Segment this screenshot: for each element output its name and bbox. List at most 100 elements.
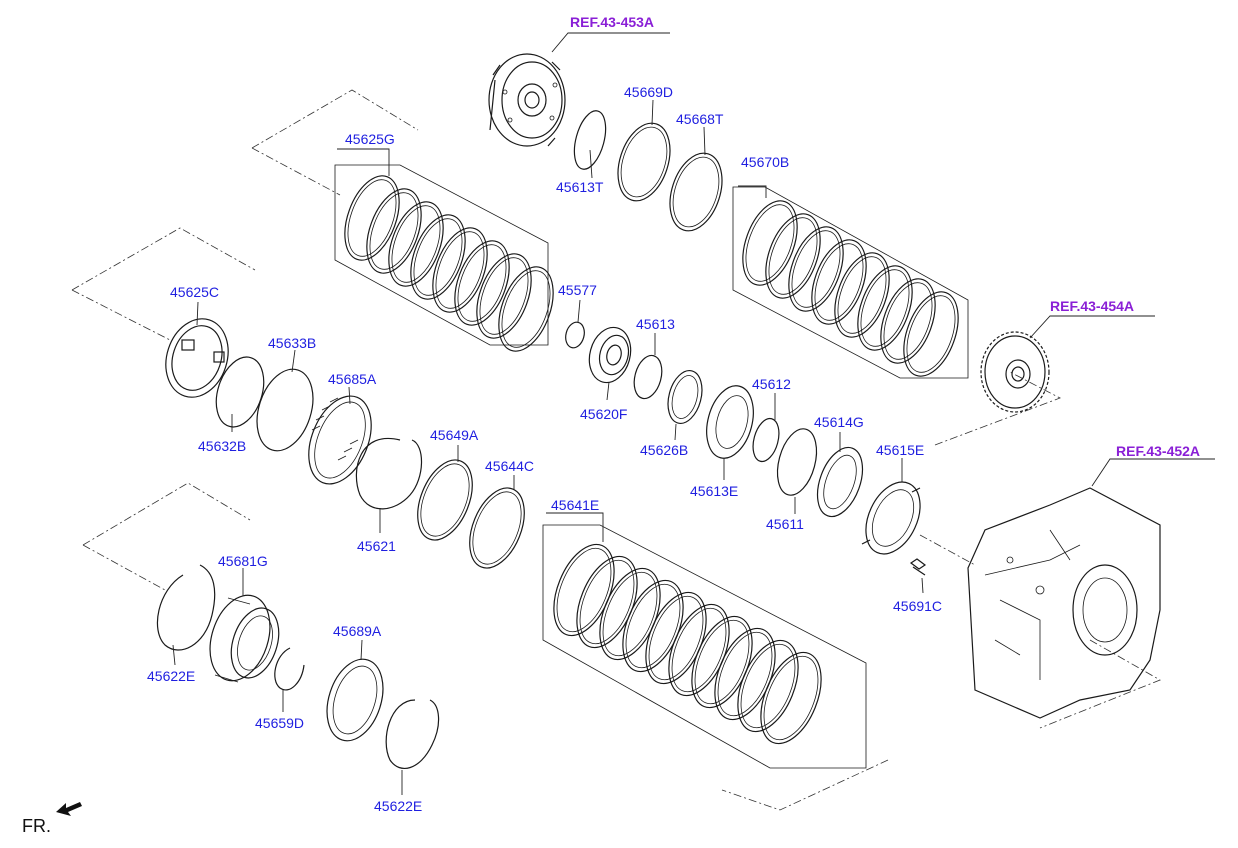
ref-label-452a[interactable]: REF.43-452A bbox=[1116, 443, 1200, 459]
clutch-disc bbox=[501, 270, 551, 348]
part-label-45621[interactable]: 45621 bbox=[357, 538, 396, 554]
part-label-45632b[interactable]: 45632B bbox=[198, 438, 246, 454]
clutch-disc bbox=[765, 213, 821, 299]
part-label-45620f[interactable]: 45620F bbox=[580, 406, 627, 422]
seal-ring-45633b[interactable] bbox=[247, 362, 322, 458]
clutch-plate-45668t[interactable] bbox=[661, 147, 731, 238]
drum-45681g[interactable] bbox=[200, 588, 287, 689]
part-label-45611[interactable]: 45611 bbox=[766, 516, 804, 532]
part-label-45626b[interactable]: 45626B bbox=[640, 442, 688, 458]
clutch-pack-45625g[interactable] bbox=[334, 168, 563, 358]
snap-ring-45622e-lower[interactable] bbox=[385, 699, 440, 769]
snap-ring-45613t[interactable] bbox=[569, 107, 612, 172]
clutch-disc bbox=[737, 639, 799, 733]
clutch-disc bbox=[717, 631, 773, 717]
part-label-45615e[interactable]: 45615E bbox=[876, 442, 924, 458]
part-label-45577[interactable]: 45577 bbox=[558, 282, 597, 298]
clutch-disc bbox=[347, 179, 397, 257]
clutch-disc bbox=[457, 244, 507, 322]
clutch-disc bbox=[763, 655, 819, 741]
clutch-disc bbox=[366, 188, 422, 274]
clutch-disc bbox=[435, 231, 485, 309]
clutch-pack-45641e[interactable] bbox=[542, 536, 833, 752]
ref-label-454a[interactable]: REF.43-454A bbox=[1050, 298, 1134, 314]
spring-retainer-45685a[interactable] bbox=[297, 387, 383, 493]
clutch-disc bbox=[498, 266, 554, 352]
retainer-45625c[interactable] bbox=[156, 311, 238, 406]
clutch-disc bbox=[556, 547, 612, 633]
clutch-plate-45644c[interactable] bbox=[459, 480, 535, 576]
clutch-disc bbox=[344, 175, 400, 261]
part-label-45622e-upper[interactable]: 45622E bbox=[147, 668, 195, 684]
clutch-disc bbox=[454, 240, 510, 326]
part-label-45622e-lower[interactable]: 45622E bbox=[374, 798, 422, 814]
clutch-disc bbox=[837, 256, 887, 334]
snap-ring-45622e-upper[interactable] bbox=[156, 564, 216, 651]
clutch-disc bbox=[432, 227, 488, 313]
part-label-45691c[interactable]: 45691C bbox=[893, 598, 942, 614]
hub-45620f[interactable] bbox=[583, 323, 636, 387]
clutch-disc bbox=[740, 643, 796, 729]
part-label-45659d[interactable]: 45659D bbox=[255, 715, 304, 731]
bracket-45615e[interactable] bbox=[855, 473, 931, 562]
clutch-pack-45670b[interactable] bbox=[732, 193, 968, 383]
clutch-disc bbox=[768, 217, 818, 295]
front-arrow-icon bbox=[56, 802, 82, 816]
clutch-disc bbox=[410, 214, 466, 300]
part-label-45613t[interactable]: 45613T bbox=[556, 179, 604, 195]
clutch-disc bbox=[602, 571, 658, 657]
part-label-45612[interactable]: 45612 bbox=[752, 376, 791, 392]
pump-cover-assembly[interactable] bbox=[488, 53, 566, 147]
seal-45612[interactable] bbox=[749, 416, 784, 465]
seal-45577[interactable] bbox=[563, 320, 587, 350]
part-label-45685a[interactable]: 45685A bbox=[328, 371, 377, 387]
part-label-45613[interactable]: 45613 bbox=[636, 316, 675, 332]
part-label-45668t[interactable]: 45668T bbox=[676, 111, 724, 127]
seal-45611[interactable] bbox=[771, 424, 823, 499]
part-label-45681g[interactable]: 45681G bbox=[218, 553, 268, 569]
snap-ring-45613[interactable] bbox=[630, 352, 667, 401]
part-label-45625g[interactable]: 45625G bbox=[345, 131, 395, 147]
part-label-45614g[interactable]: 45614G bbox=[814, 414, 864, 430]
clutch-disc bbox=[906, 295, 956, 373]
piston-45613e[interactable] bbox=[699, 381, 761, 464]
snap-ring-45621[interactable] bbox=[355, 437, 423, 510]
part-label-45644c[interactable]: 45644C bbox=[485, 458, 534, 474]
clutch-disc bbox=[791, 230, 841, 308]
clutch-disc bbox=[883, 282, 933, 360]
gear-assembly-454a[interactable] bbox=[980, 331, 1050, 413]
dash-dot-boundaries bbox=[71, 89, 1161, 811]
part-label-45633b[interactable]: 45633B bbox=[268, 335, 316, 351]
clutch-disc bbox=[860, 269, 910, 347]
plate-45689a[interactable] bbox=[317, 652, 392, 748]
snap-ring-45659d[interactable] bbox=[274, 647, 305, 691]
ref-label-453a[interactable]: REF.43-453A bbox=[570, 14, 654, 30]
transmission-case-452a[interactable] bbox=[967, 487, 1161, 719]
part-label-45641e[interactable]: 45641E bbox=[551, 497, 599, 513]
clutch-disc bbox=[648, 595, 704, 681]
clutch-disc bbox=[903, 291, 959, 377]
clutch-disc bbox=[479, 257, 529, 335]
bolt-45691c[interactable] bbox=[909, 558, 927, 576]
group-frames bbox=[334, 164, 969, 769]
clutch-disc bbox=[391, 205, 441, 283]
clutch-disc bbox=[811, 239, 867, 325]
clutch-plate-45669d[interactable] bbox=[609, 117, 679, 208]
leader-lines bbox=[172, 32, 1215, 795]
part-label-45669d[interactable]: 45669D bbox=[624, 84, 673, 100]
front-direction-marker: FR. bbox=[22, 802, 82, 836]
spring-45614g[interactable] bbox=[809, 441, 871, 522]
clutch-plate-45649a[interactable] bbox=[407, 452, 483, 548]
bearing-45626b[interactable] bbox=[663, 367, 708, 427]
part-label-45689a[interactable]: 45689A bbox=[333, 623, 382, 639]
part-label-45649a[interactable]: 45649A bbox=[430, 427, 479, 443]
part-label-45613e[interactable]: 45613E bbox=[690, 483, 738, 499]
clutch-disc bbox=[742, 200, 798, 286]
part-label-45625c[interactable]: 45625C bbox=[170, 284, 219, 300]
clutch-disc bbox=[369, 192, 419, 270]
clutch-disc bbox=[388, 201, 444, 287]
snap-ring-45632b[interactable] bbox=[208, 351, 272, 433]
clutch-disc bbox=[788, 226, 844, 312]
part-label-45670b[interactable]: 45670B bbox=[741, 154, 789, 170]
front-label: FR. bbox=[22, 816, 51, 836]
